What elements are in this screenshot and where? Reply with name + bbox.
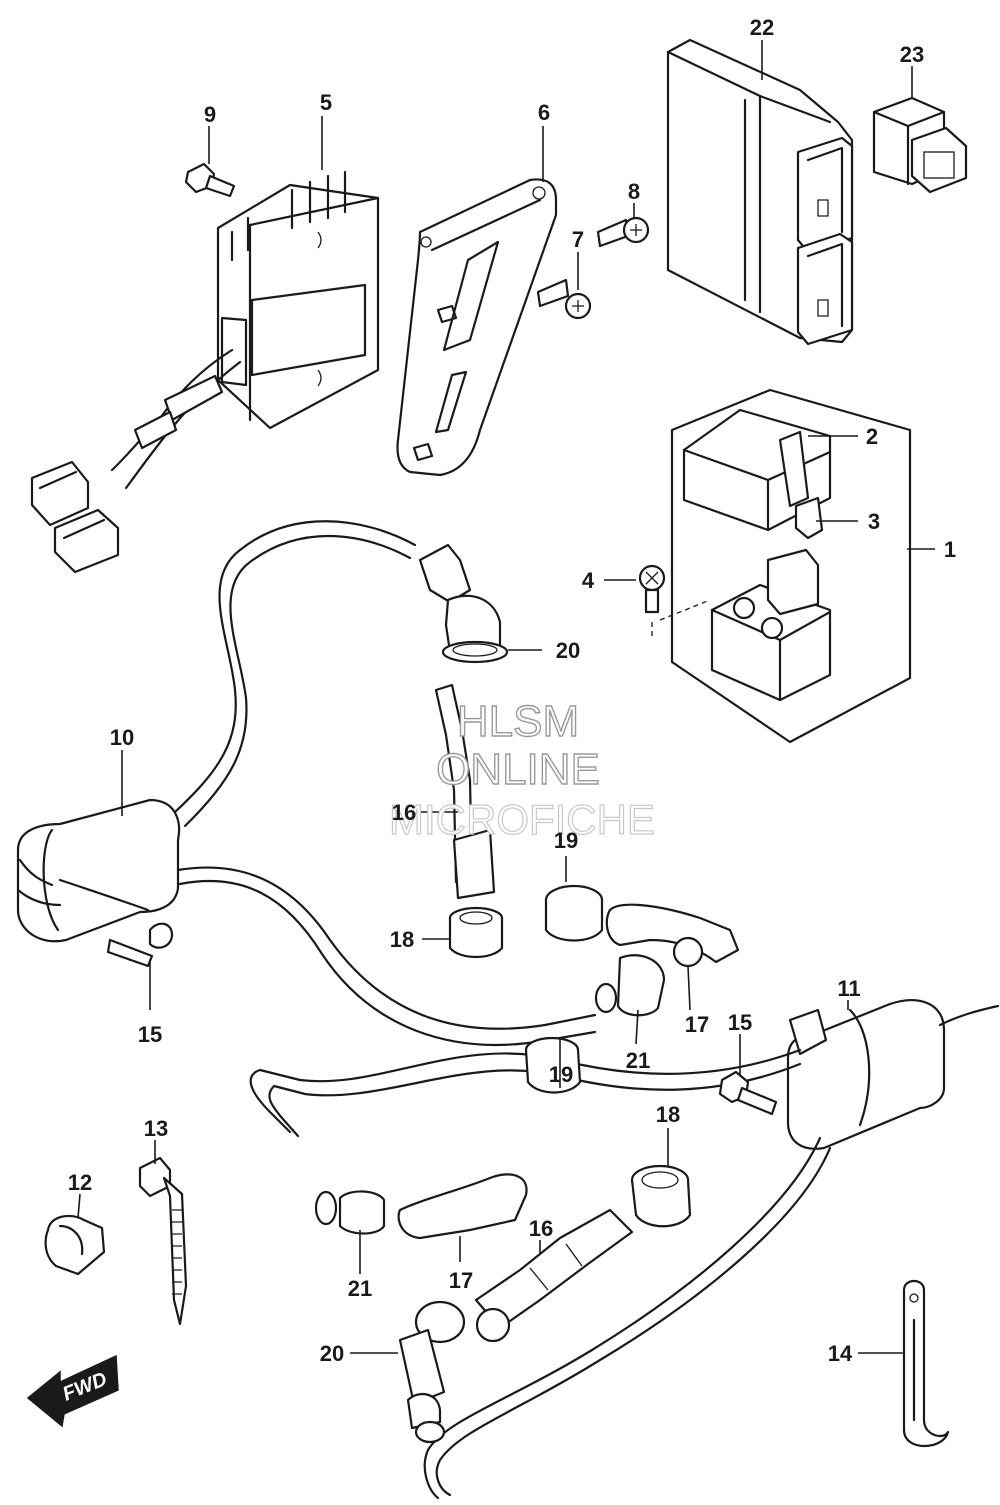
- callout-20-upper: 20: [556, 638, 580, 663]
- clamp-12-part: [44, 1214, 106, 1276]
- sleeve-19-lower-part: [524, 1036, 582, 1094]
- callout-23: 23: [900, 42, 924, 67]
- callout-1: 1: [944, 537, 956, 562]
- callout-21-upper: 21: [626, 1048, 650, 1073]
- callout-16-lower: 16: [529, 1216, 553, 1241]
- callout-21-lower: 21: [348, 1276, 372, 1301]
- callout-22: 22: [750, 15, 774, 40]
- watermark-line3: MICROFICHE: [389, 796, 655, 843]
- callout-6: 6: [538, 100, 550, 125]
- regulator-rectifier-part: [30, 170, 380, 574]
- watermark-line2: ONLINE: [436, 745, 600, 794]
- ignition-coil-10-part: [16, 798, 181, 968]
- ecm-unit-part: [666, 38, 854, 346]
- bolt-9-part: [184, 162, 236, 198]
- plug-cap-20-lower-part: [398, 1300, 466, 1444]
- cable-tie-13-part: [138, 1156, 188, 1326]
- callout-15-left: 15: [138, 1022, 162, 1047]
- ecm-connector-part: [872, 96, 968, 194]
- grommet-21-lower-part: [314, 1190, 386, 1235]
- watermark-line1: HLSM: [457, 697, 579, 746]
- callout-20-lower: 20: [320, 1341, 344, 1366]
- callout-19-upper: 19: [554, 828, 578, 853]
- callout-17-lower: 17: [449, 1268, 473, 1293]
- callout-14: 14: [828, 1341, 853, 1366]
- boot-17-lower-part: [397, 1173, 528, 1240]
- callout-12: 12: [68, 1170, 92, 1195]
- sleeve-18-lower-part: [630, 1164, 692, 1228]
- callout-2: 2: [866, 424, 878, 449]
- starter-relay-group: [638, 388, 912, 744]
- callout-15-right: 15: [728, 1010, 752, 1035]
- callout-5: 5: [320, 90, 332, 115]
- boot-17-upper-part: [605, 903, 740, 968]
- grommet-21-upper-part: [594, 954, 666, 1017]
- bracket-part: [396, 178, 558, 477]
- bolt-8-part: [596, 216, 650, 248]
- forward-direction-arrow: FWD: [26, 1354, 119, 1428]
- callout-17-upper: 17: [685, 1012, 709, 1037]
- callout-labels: 1 2 3 4 5 6 7 8 9 10 11 12 13 14 15 15 1…: [68, 15, 956, 1366]
- callout-19-lower: 19: [549, 1062, 573, 1087]
- sleeve-19-upper-part: [544, 884, 604, 942]
- callout-18-upper: 18: [390, 927, 414, 952]
- callout-10: 10: [110, 725, 134, 750]
- callout-11: 11: [837, 976, 860, 1001]
- plug-cap-20-upper-part: [418, 543, 509, 664]
- plug-cover-16-upper-part: [434, 683, 496, 900]
- bolt-7-part: [536, 278, 592, 320]
- callout-16-upper: 16: [392, 800, 416, 825]
- callout-13: 13: [144, 1116, 168, 1141]
- callout-18-lower: 18: [656, 1102, 680, 1127]
- sleeve-18-upper-part: [448, 906, 504, 959]
- ignition-coil-11-part: [786, 999, 1000, 1150]
- callout-8: 8: [628, 179, 640, 204]
- watermark: HLSM ONLINE MICROFICHE: [388, 696, 655, 843]
- callout-3: 3: [868, 509, 880, 534]
- leader-lines: [77, 40, 935, 1354]
- strap-14-part: [902, 1279, 950, 1447]
- high-tension-leads: [173, 520, 832, 1500]
- callout-7: 7: [572, 227, 584, 252]
- plug-cover-16-lower-part: [474, 1208, 634, 1343]
- callout-4: 4: [582, 568, 595, 593]
- bolt-15-right-part: [718, 1070, 778, 1116]
- callout-9: 9: [204, 102, 216, 127]
